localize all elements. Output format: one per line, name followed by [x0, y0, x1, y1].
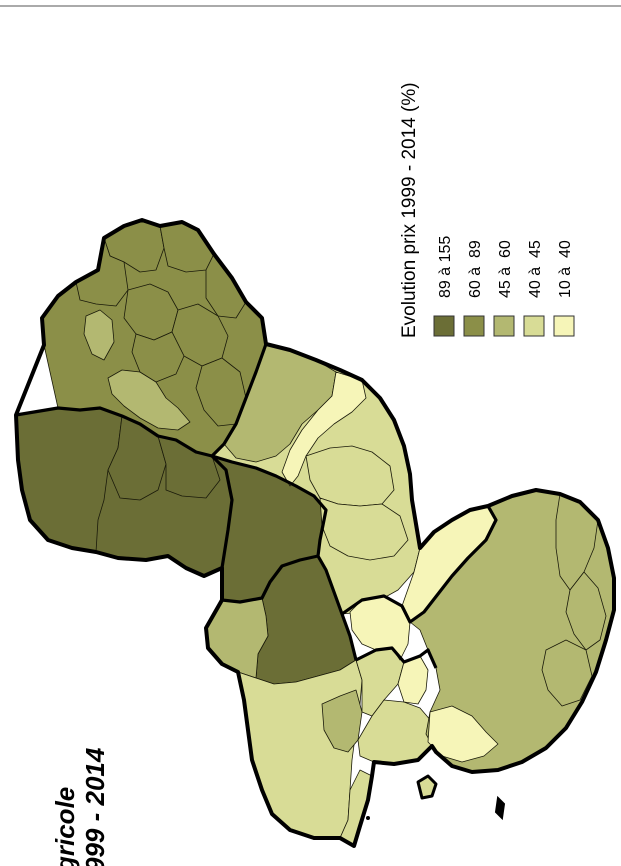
region-north-light-1 [83, 309, 115, 361]
legend-label-3: 45 à 60 [497, 240, 514, 298]
border-north-east [210, 343, 268, 458]
department-southwest [205, 597, 433, 847]
region-se-strip-2 [565, 571, 607, 651]
legend-swatch-5 [553, 315, 575, 337]
legend: Evolution prix 1999 - 2014 (%) 89 à 155 6… [399, 82, 575, 338]
department-west [15, 407, 233, 577]
border-center-east [211, 454, 358, 661]
island-1 [416, 774, 438, 800]
region-ec-inner-2 [319, 497, 409, 561]
legend-label-2: 60 à 89 [467, 240, 484, 298]
region-se-strip-3 [541, 639, 593, 707]
legend-label-4: 40 à 45 [527, 240, 544, 298]
region-north-b [159, 221, 215, 273]
department-north [41, 219, 267, 457]
map-title-line1: gricole [50, 787, 80, 866]
region-ec-yellow-1 [281, 371, 367, 487]
border-sw-se [355, 646, 438, 669]
island-2 [494, 795, 506, 821]
region-ec-inner-1 [305, 445, 395, 507]
map-title-line2: 999 - 2014 [80, 747, 110, 866]
legend-swatch-3 [493, 315, 515, 337]
department-southeast [397, 489, 615, 773]
border-east-se [341, 505, 498, 624]
region-se-yellow-left [397, 655, 429, 705]
legend-title: Evolution prix 1999 - 2014 (%) [399, 82, 420, 338]
border-center-sw [221, 554, 319, 604]
legend-swatch-4 [523, 315, 545, 337]
island-dot [366, 816, 370, 820]
outer-border [14, 218, 616, 848]
legend-swatch-1 [433, 315, 455, 337]
legend-label-1: 89 à 155 [437, 236, 454, 298]
border-north-west [15, 406, 213, 458]
legend-label-5: 10 à 40 [557, 240, 574, 298]
legend-items: 89 à 155 60 à 89 45 à 60 40 à 45 10 à 40 [433, 236, 575, 337]
legend-swatch-2 [463, 315, 485, 337]
region-north-g [131, 331, 185, 383]
